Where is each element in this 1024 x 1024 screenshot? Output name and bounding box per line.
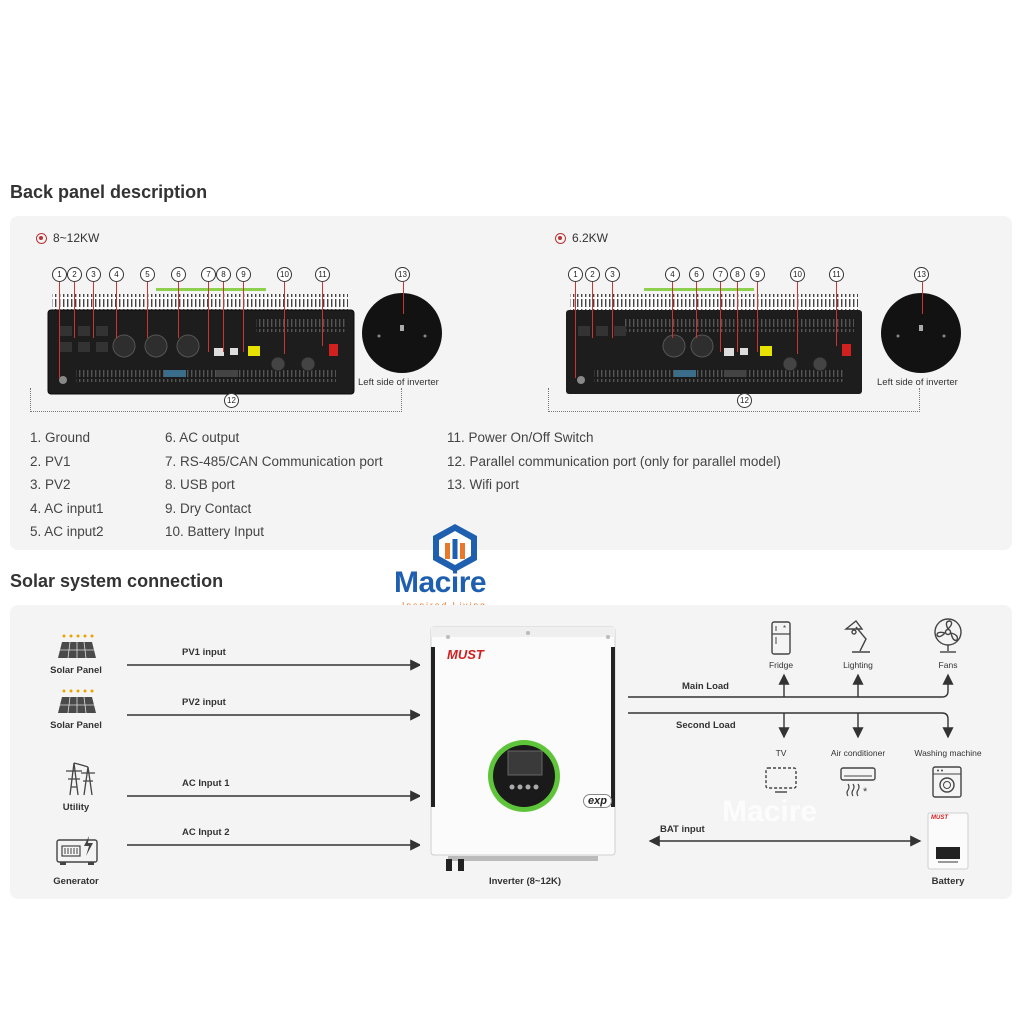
fridge-icon: * <box>771 621 791 655</box>
dotted-bracket-1 <box>30 388 402 412</box>
load-label-fridge: Fridge <box>768 660 794 670</box>
callout-5: 5 <box>140 267 155 282</box>
input-label-ac2: AC Input 2 <box>182 827 230 838</box>
callout-1: 1 <box>568 267 583 282</box>
callout-8: 8 <box>216 267 231 282</box>
tv-icon <box>765 767 797 793</box>
description-item: 12. Parallel communication port (only fo… <box>447 453 781 469</box>
description-item: 9. Dry Contact <box>165 500 252 516</box>
radio-dot-icon <box>555 232 566 244</box>
callout-13: 13 <box>914 267 929 282</box>
air-conditioner-icon: * <box>840 767 876 797</box>
back-panel-card: 8~12KW 6.2KW <box>10 216 1012 550</box>
inverter-front-image <box>430 626 616 871</box>
inverter-back-image-8-12kw <box>47 288 355 395</box>
description-item: 6. AC output <box>165 430 240 445</box>
callout-6: 6 <box>689 267 704 282</box>
solar-section-title: Solar system connection <box>10 571 224 591</box>
load-label-fans: Fans <box>938 660 958 670</box>
callout-9: 9 <box>236 267 251 282</box>
callout-6: 6 <box>171 267 186 282</box>
utility-tower-icon <box>66 762 95 796</box>
load-label-air-conditioner: Air conditioner <box>830 748 886 758</box>
description-item: 7. RS-485/CAN Communication port <box>165 453 383 469</box>
generator-icon <box>56 836 98 865</box>
description-item: 8. USB port <box>165 477 235 492</box>
description-item: 11. Power On/Off Switch <box>447 430 594 445</box>
callout-4: 4 <box>665 267 680 282</box>
washing-machine-icon <box>932 766 962 798</box>
callout-13: 13 <box>395 267 410 282</box>
svg-text:*: * <box>783 624 786 633</box>
callout-7: 7 <box>201 267 216 282</box>
battery-caption: Battery <box>931 876 965 887</box>
callout-10: 10 <box>277 267 292 282</box>
input-arrows <box>127 659 420 851</box>
description-list-col-1: 1. Ground 2. PV1 3. PV2 4. AC input1 5. … <box>30 426 104 544</box>
callout-7: 7 <box>713 267 728 282</box>
callout-1: 1 <box>52 267 67 282</box>
callout-12: 12 <box>737 393 752 408</box>
input-label-pv2: PV2 input <box>182 697 226 708</box>
callout-11: 11 <box>315 267 330 282</box>
description-item: 13. Wifi port <box>447 477 520 492</box>
callout-9: 9 <box>750 267 765 282</box>
callout-3: 3 <box>86 267 101 282</box>
source-label-solar-panel-2: Solar Panel <box>50 720 102 731</box>
second-load-label: Second Load <box>676 720 736 731</box>
callout-3: 3 <box>605 267 620 282</box>
input-label-pv1: PV1 input <box>182 647 226 658</box>
radio-dot-icon <box>36 232 47 244</box>
dotted-bracket-2 <box>548 388 920 412</box>
svg-text:*: * <box>863 786 868 797</box>
back-panel-title: Back panel description <box>10 182 208 202</box>
watermark-text: Macire <box>722 795 818 828</box>
inverter-exp-badge: exp <box>583 794 612 808</box>
callout-2: 2 <box>67 267 82 282</box>
solar-panel-icon <box>58 689 96 714</box>
description-item: 4. AC input1 <box>30 500 104 516</box>
description-item: 1. Ground <box>30 430 91 445</box>
solar-connection-card: Solar Panel Solar Panel Utility Generato… <box>10 605 1012 899</box>
battery-brand: MUST <box>931 815 948 821</box>
callout-12: 12 <box>224 393 239 408</box>
left-side-caption-2: Left side of inverter <box>877 377 958 388</box>
inverter-caption: Inverter (8~12K) <box>488 876 562 887</box>
source-label-generator: Generator <box>53 876 99 887</box>
load-label-tv: TV <box>775 748 787 758</box>
callout-11: 11 <box>829 267 844 282</box>
callout-4: 4 <box>109 267 124 282</box>
load-label-washing-machine: Washing machine <box>914 748 982 758</box>
left-side-inverter-image-2 <box>881 293 961 373</box>
load-lines <box>628 673 954 847</box>
fan-icon <box>934 618 962 653</box>
macire-logo-icon <box>433 524 477 572</box>
description-item: 3. PV2 <box>30 477 71 492</box>
source-label-solar-panel-1: Solar Panel <box>50 665 102 676</box>
battery-image <box>927 812 969 870</box>
lamp-icon <box>844 620 870 653</box>
description-item: 10. Battery Input <box>165 524 265 539</box>
bat-input-label: BAT input <box>660 824 705 835</box>
inverter-back-image-6-2kw <box>566 288 862 394</box>
callout-10: 10 <box>790 267 805 282</box>
callout-2: 2 <box>585 267 600 282</box>
logo-wordmark: Macire <box>394 566 487 599</box>
main-load-label: Main Load <box>682 681 729 692</box>
load-label-lighting: Lighting <box>843 660 873 670</box>
description-item: 2. PV1 <box>30 453 71 469</box>
description-list-col-2: 6. AC output 7. RS-485/CAN Communication… <box>165 426 383 544</box>
input-label-ac1: AC Input 1 <box>182 778 230 789</box>
left-side-caption-1: Left side of inverter <box>358 377 439 388</box>
solar-panel-icon <box>58 634 96 659</box>
callout-8: 8 <box>730 267 745 282</box>
model-label-8-12kw: 8~12KW <box>36 231 99 245</box>
model-label-6-2kw: 6.2KW <box>555 231 608 245</box>
source-label-utility: Utility <box>62 802 90 813</box>
description-item: 5. AC input2 <box>30 524 104 539</box>
left-side-inverter-image-1 <box>362 293 442 373</box>
inverter-brand: MUST <box>447 647 484 662</box>
description-list-col-3: 11. Power On/Off Switch 12. Parallel com… <box>447 426 781 497</box>
